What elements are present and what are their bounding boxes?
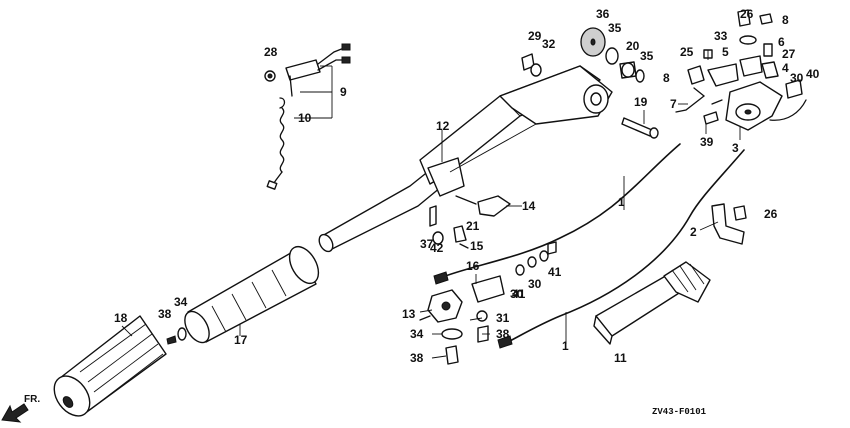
callout-11: 11: [614, 351, 627, 365]
callout-21: 21: [466, 219, 480, 233]
callout-26: 26: [740, 7, 754, 21]
callout-31: 31: [496, 311, 510, 325]
front-direction-arrow: FR.: [1, 394, 40, 423]
washer: [177, 327, 187, 341]
callout-27: 27: [782, 47, 796, 61]
callout-6: 6: [778, 35, 785, 49]
callout-19: 19: [634, 95, 648, 109]
callout-38: 38: [158, 307, 172, 321]
callout-1: 1: [562, 339, 569, 353]
callout-40: 40: [806, 67, 820, 81]
callout-28: 28: [264, 45, 278, 59]
callout-3: 3: [732, 141, 739, 155]
screw: [166, 335, 177, 345]
callout-9: 9: [340, 85, 347, 99]
bolt-head: [649, 127, 659, 139]
stop-switch-wiring: [264, 43, 351, 190]
callout-30: 30: [510, 287, 524, 301]
washers-top: [521, 27, 645, 83]
callout-10: 10: [298, 111, 312, 125]
throttle-sleeve: [184, 245, 320, 344]
callout-41: 41: [548, 265, 562, 279]
callout-15: 15: [470, 239, 484, 253]
callout-33: 33: [714, 29, 728, 43]
callout-38: 38: [410, 351, 424, 365]
callout-29: 29: [528, 29, 542, 43]
leader-lines: [121, 50, 741, 359]
callout-12: 12: [436, 119, 450, 133]
callout-1: 1: [618, 195, 625, 209]
callout-4: 4: [782, 61, 789, 75]
cable-bracket: [711, 203, 747, 245]
callout-13: 13: [402, 307, 416, 321]
adjuster-hardware: [429, 195, 511, 249]
callout-8: 8: [782, 13, 789, 27]
callout-16: 16: [466, 259, 480, 273]
steering-handle-arm: [318, 65, 613, 253]
callout-2: 2: [690, 225, 697, 239]
callout-7: 7: [670, 97, 677, 111]
handle-cover: [593, 261, 711, 345]
callout-20: 20: [626, 39, 640, 53]
pivot-bolt: [621, 117, 653, 137]
throttle-linkage: [675, 9, 807, 131]
callout-30: 30: [528, 277, 542, 291]
callout-32: 32: [542, 37, 556, 51]
callout-37: 37: [420, 237, 434, 251]
throttle-cables: [433, 143, 745, 349]
callout-5: 5: [722, 45, 729, 59]
friction-assembly: [419, 241, 557, 365]
callout-39: 39: [700, 135, 714, 149]
callout-25: 25: [680, 45, 694, 59]
callout-42: 42: [430, 241, 444, 255]
callout-35: 35: [608, 21, 622, 35]
diagram-code: ZV43-F0101: [652, 407, 707, 417]
callout-18: 18: [114, 311, 128, 325]
callout-38: 38: [496, 327, 510, 341]
callout-numbers: 1 1 2 3 4 5 6 7 8 8 9 10 11 12 13 14 15 …: [114, 7, 820, 365]
callout-14: 14: [522, 199, 536, 213]
throttle-grip: [53, 315, 167, 417]
callout-41: 41: [512, 287, 526, 301]
direction-label: FR.: [24, 394, 40, 405]
callout-26: 26: [764, 207, 778, 221]
callout-17: 17: [234, 333, 248, 347]
callout-30: 30: [790, 71, 804, 85]
callout-36: 36: [596, 7, 610, 21]
callout-35: 35: [640, 49, 654, 63]
callout-34: 34: [410, 327, 424, 341]
callout-8: 8: [663, 71, 670, 85]
callout-34: 34: [174, 295, 188, 309]
